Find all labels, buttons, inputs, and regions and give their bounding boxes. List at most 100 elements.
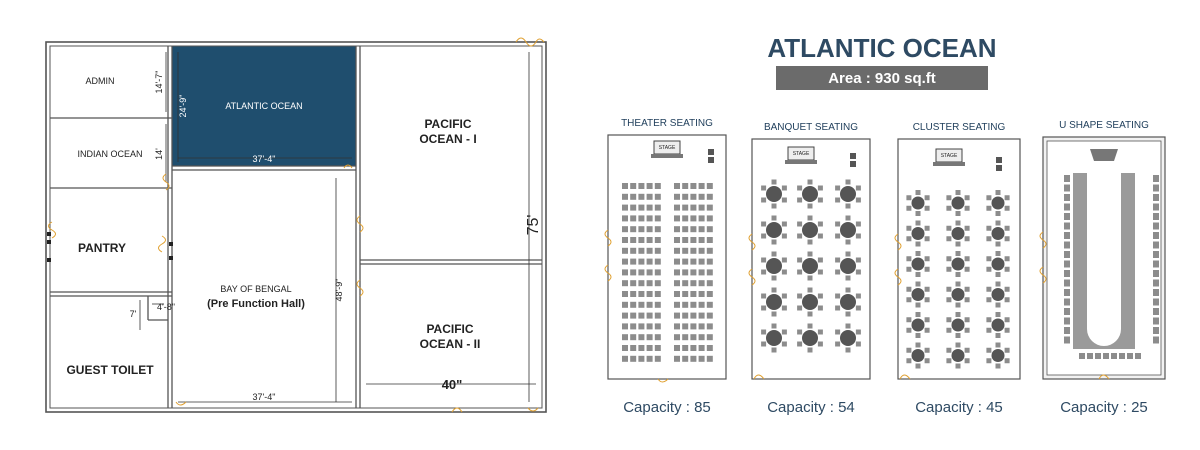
theater-seat <box>682 247 689 254</box>
round-table <box>840 222 856 238</box>
theater-seat <box>622 355 628 362</box>
door-icon <box>748 233 756 251</box>
round-table <box>840 330 856 346</box>
round-table <box>911 227 925 240</box>
theater-seat <box>674 183 680 189</box>
table-chair <box>1004 347 1010 353</box>
theater-seat <box>622 247 628 254</box>
theater-seat <box>646 291 653 297</box>
theater-seat <box>682 204 689 211</box>
round-table <box>991 227 1005 240</box>
theater-seat <box>654 355 661 362</box>
table-chair <box>995 342 1001 348</box>
table-chair <box>995 211 1001 216</box>
table-chair <box>797 257 803 263</box>
table-chair <box>1004 286 1010 292</box>
table-chair <box>915 251 921 256</box>
table-chair <box>906 327 912 333</box>
door-hinges <box>47 232 173 262</box>
theater-seat <box>654 226 661 233</box>
theater-seat <box>630 193 637 200</box>
table-chair <box>915 220 921 226</box>
table-chair <box>835 269 841 275</box>
dimension-lines <box>139 52 536 403</box>
table-chair <box>817 341 823 347</box>
table-chair <box>781 221 787 227</box>
theater-seat <box>706 323 713 330</box>
round-table <box>766 186 782 202</box>
theater-seat <box>638 258 645 265</box>
table-chair <box>986 256 992 262</box>
theater-seat <box>698 237 705 243</box>
theater-seat <box>682 355 689 362</box>
room-label-indian-ocean: INDIAN OCEAN <box>77 149 142 159</box>
theater-seat <box>630 345 637 351</box>
table-chair <box>906 286 912 292</box>
table-chair <box>1004 256 1010 262</box>
table-chair <box>845 323 851 329</box>
round-table <box>911 349 925 362</box>
theater-seat <box>622 323 628 330</box>
u-seat <box>1064 308 1070 315</box>
table-chair <box>761 269 767 275</box>
table-chair <box>955 302 961 308</box>
round-table <box>840 294 856 310</box>
table-chair <box>964 225 970 231</box>
table-chair <box>807 311 813 317</box>
table-chair <box>1004 195 1010 201</box>
table-chair <box>761 185 767 191</box>
theater-seat <box>630 280 637 287</box>
table-chair <box>946 256 952 262</box>
dim-admin-height: 14'-7" <box>154 71 164 94</box>
table-chair <box>964 286 970 292</box>
room-label-bay-of-bengal: BAY OF BENGAL <box>220 284 291 294</box>
theater-seat <box>690 215 697 222</box>
atlantic-ocean-room[interactable] <box>171 45 357 167</box>
theater-seat <box>682 334 689 341</box>
table-chair <box>797 197 803 203</box>
table-chair <box>995 333 1001 338</box>
theater-seat <box>646 215 653 222</box>
doors <box>48 37 545 413</box>
theater-seat <box>706 355 713 362</box>
theater-seat <box>622 237 628 243</box>
u-seat <box>1153 241 1159 249</box>
theater-seat <box>638 204 645 211</box>
table-chair <box>761 305 767 311</box>
theater-seat <box>698 183 705 189</box>
theater-seat <box>654 345 661 351</box>
theater-seat <box>654 258 661 265</box>
table-chair <box>1004 205 1010 211</box>
table-chair <box>946 236 952 242</box>
u-seat <box>1095 353 1101 359</box>
theater-seat <box>698 345 705 351</box>
table-chair <box>955 272 961 277</box>
table-chair <box>964 236 970 242</box>
theater-seat <box>630 226 637 233</box>
theater-seat <box>690 345 697 351</box>
theater-seat <box>682 258 689 265</box>
table-chair <box>855 329 861 335</box>
table-chair <box>924 205 930 211</box>
u-seat <box>1064 270 1070 277</box>
table-chair <box>906 236 912 242</box>
theater-seat <box>622 258 628 265</box>
theater-seat <box>646 258 653 265</box>
theater-seat <box>630 312 637 319</box>
table-chair <box>1004 266 1010 272</box>
theater-seat <box>646 204 653 211</box>
theater-seat <box>706 193 713 200</box>
theater-seat <box>646 247 653 254</box>
table-chair <box>955 220 961 226</box>
theater-seat <box>638 312 645 319</box>
theater-seat <box>646 355 653 362</box>
u-seat <box>1153 213 1159 220</box>
dim-atlantic-height: 24'-9" <box>178 95 188 118</box>
table-chair <box>781 341 787 347</box>
table-chair <box>771 275 777 281</box>
theater-seat <box>654 193 661 200</box>
theater-seat <box>674 193 680 200</box>
stage-label: STAGE <box>793 151 810 157</box>
door-icon <box>748 268 756 286</box>
theater-seat <box>674 280 680 287</box>
